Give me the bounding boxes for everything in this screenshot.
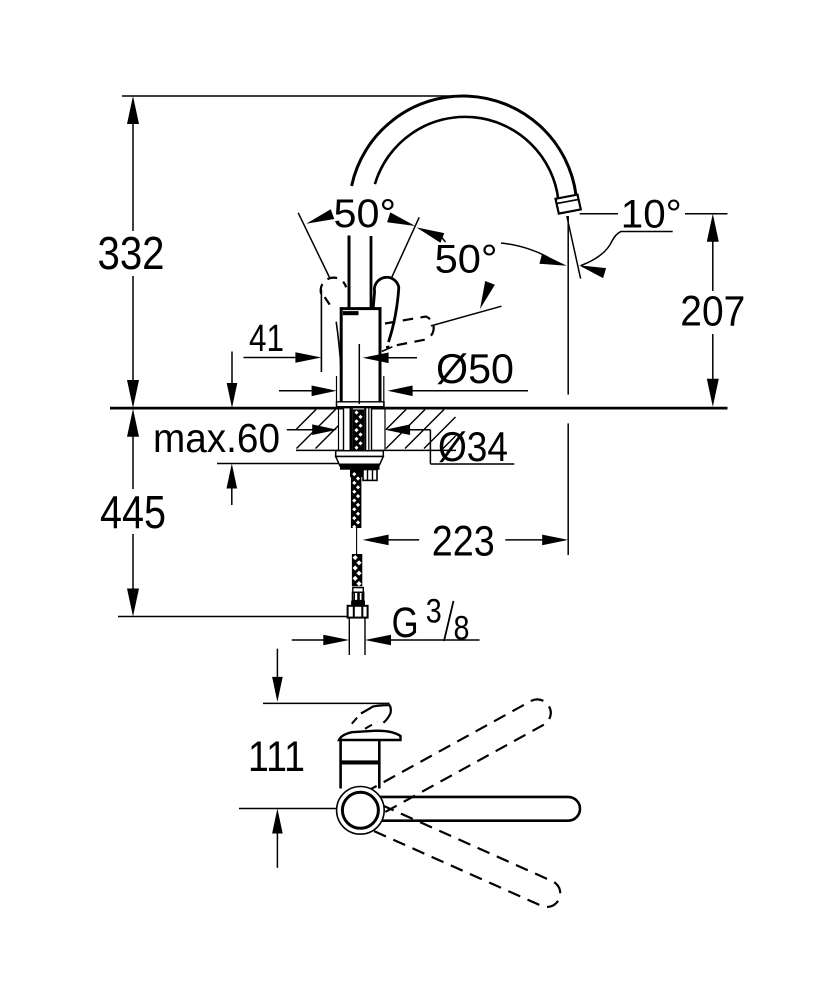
svg-text:10°: 10° [621,193,682,237]
svg-text:Ø34: Ø34 [438,423,508,470]
svg-text:207: 207 [680,289,745,336]
svg-text:50°: 50° [334,192,397,236]
svg-text:8: 8 [454,609,470,647]
svg-text:50°: 50° [435,238,498,282]
svg-text:41: 41 [249,318,284,360]
svg-text:332: 332 [98,227,165,279]
svg-text:445: 445 [100,486,166,538]
svg-text:223: 223 [432,518,495,565]
svg-text:max.60: max.60 [153,415,280,461]
svg-text:G: G [392,599,419,647]
svg-text:Ø50: Ø50 [436,345,514,392]
svg-text:3: 3 [426,593,442,631]
svg-text:111: 111 [248,733,305,781]
